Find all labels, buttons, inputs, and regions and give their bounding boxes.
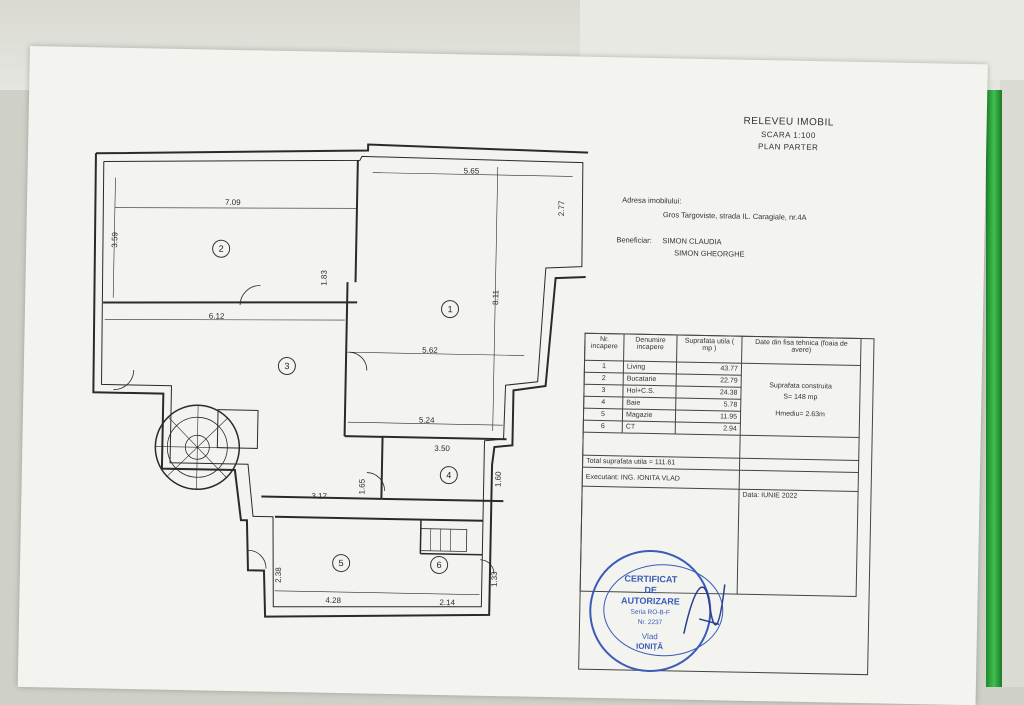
- dim-label: 3.17: [311, 491, 327, 500]
- floor-plan: [19, 46, 590, 637]
- date: Data: IUNIE 2022: [737, 489, 858, 596]
- table-cell: Living: [623, 361, 676, 374]
- document-sheet: RELEVEU IMOBIL SCARA 1:100 PLAN PARTER A…: [18, 46, 988, 705]
- dim-label: 2.14: [439, 598, 455, 607]
- dim-label: 3.50: [434, 444, 450, 453]
- plan-label: PLAN PARTER: [718, 141, 858, 153]
- table-header: Date din fisa tehnica (foaia de avere): [742, 336, 861, 365]
- dim-label: 5.62: [422, 346, 438, 355]
- document-title: RELEVEU IMOBIL: [719, 115, 859, 129]
- address-label: Adresa imobilului:: [622, 195, 681, 205]
- dim-label: 1.33: [490, 571, 499, 587]
- address-value: Gros Targoviste, strada IL. Caragiale, n…: [663, 210, 807, 222]
- green-folder-edge: [986, 90, 1002, 687]
- table-cell: [740, 435, 859, 460]
- dim-label: 8.11: [491, 290, 500, 305]
- table-cell: 3: [584, 384, 623, 397]
- technical-data-cell: Suprafata construita S= 148 mp Hmediu= 2…: [740, 363, 860, 437]
- table-header: Suprafata utila ( mp ): [677, 335, 743, 363]
- built-area-value: S= 148 mp: [744, 391, 856, 404]
- table-cell: 2: [584, 372, 623, 385]
- background-right: [1000, 80, 1024, 687]
- table-cell: 5: [583, 408, 622, 421]
- table-cell: Baie: [623, 397, 676, 410]
- dim-label: 3.59: [110, 232, 119, 248]
- table-cell: Bucatarie: [623, 373, 676, 386]
- dim-label: 7.09: [225, 198, 241, 207]
- beneficiary-name-1: SIMON CLAUDIA: [662, 236, 721, 246]
- beneficiary-name-2: SIMON GHEORGHE: [674, 248, 745, 258]
- table-cell: Magazie: [622, 409, 675, 422]
- table-cell: CT: [622, 421, 675, 434]
- dim-label: 1.60: [494, 471, 503, 487]
- dim-label: 2.77: [557, 201, 566, 217]
- table-cell: [739, 470, 858, 491]
- dim-label: 6.12: [209, 311, 225, 320]
- dim-label: 4.28: [325, 596, 341, 605]
- table-cell: 1: [584, 360, 623, 373]
- table-header: Denumire incapere: [624, 334, 678, 362]
- dim-label: 5.65: [464, 166, 480, 175]
- table-cell: Hol+C.S.: [623, 385, 676, 398]
- beneficiary-label: Beneficiar:: [616, 235, 652, 245]
- table-header: Nr. incapere: [585, 333, 625, 361]
- scale-label: SCARA 1:100: [718, 129, 858, 141]
- table-cell: 6: [583, 420, 622, 433]
- table-cell: [583, 432, 740, 458]
- avg-height: Hmediu= 2.63m: [744, 408, 856, 421]
- dim-label: 1.65: [357, 479, 366, 495]
- table-cell: 4: [584, 396, 623, 409]
- dim-label: 5.24: [419, 416, 435, 425]
- dim-label: 1.83: [319, 270, 328, 286]
- dim-label: 2.38: [274, 567, 283, 583]
- signature: [674, 563, 736, 644]
